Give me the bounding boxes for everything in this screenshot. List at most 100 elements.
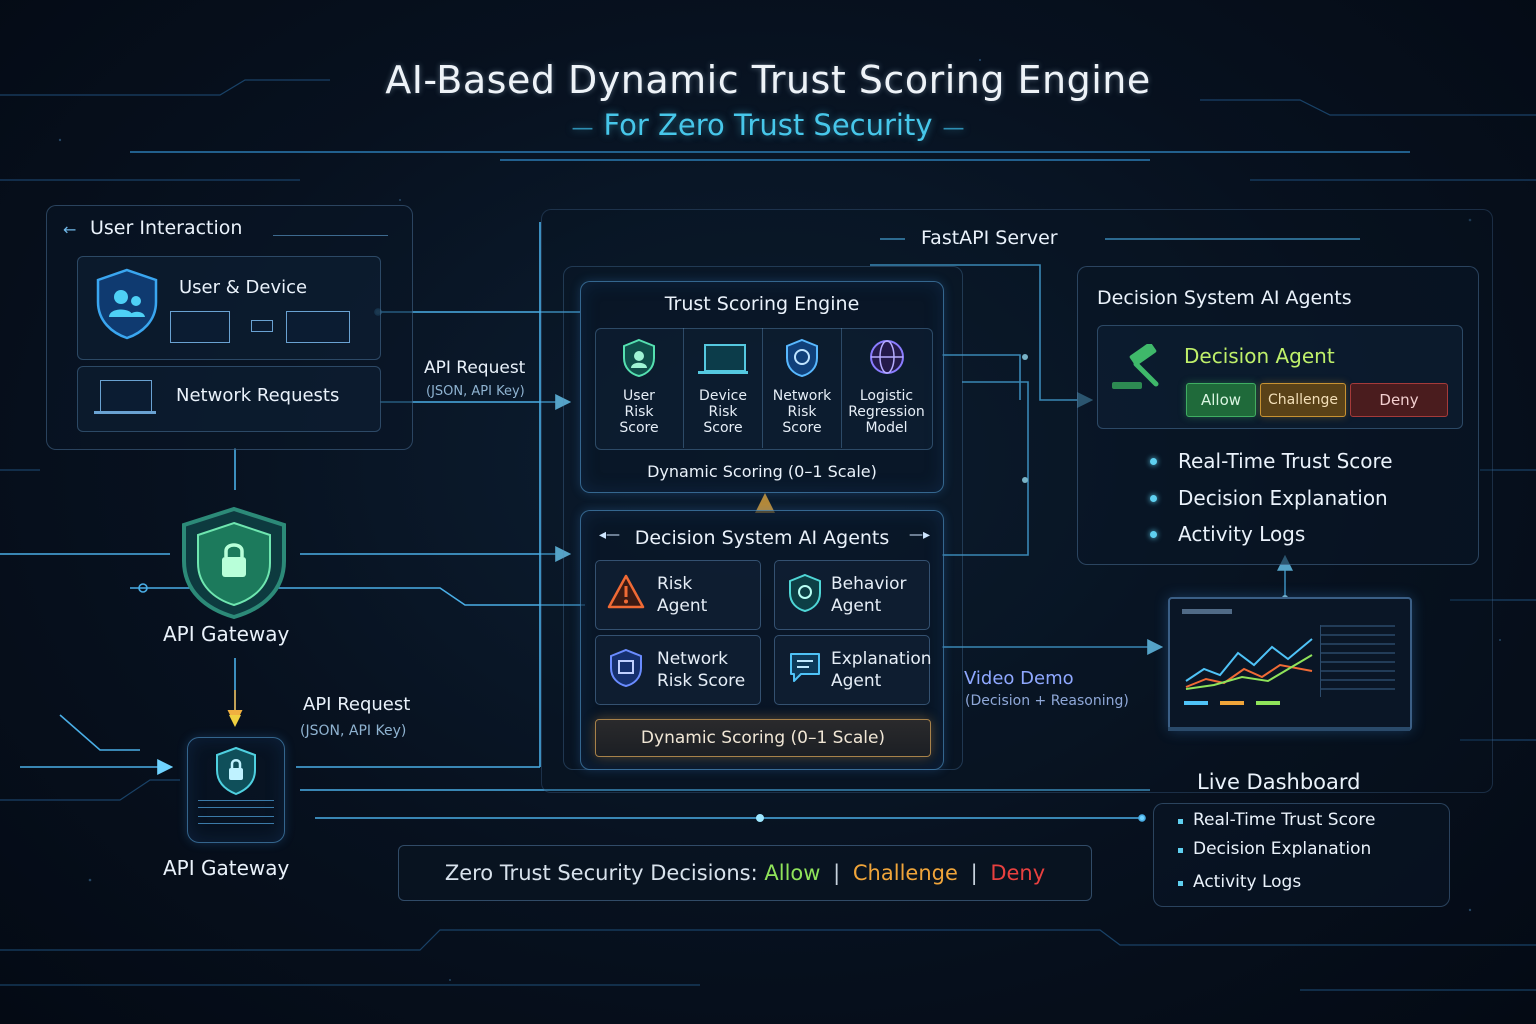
decision-agent-box: Decision Agent Allow Challenge Deny — [1097, 325, 1463, 429]
api-request-bottom-label: API Request — [303, 694, 411, 715]
monitor-icon — [286, 311, 350, 343]
behavior-agent-l1: Behavior — [831, 574, 907, 594]
gateway-device — [187, 737, 285, 843]
decision-agent-label: Decision Agent — [1184, 344, 1335, 368]
user-risk-l2: Risk — [624, 404, 654, 420]
api-gateway-2-label: API Gateway — [163, 856, 290, 880]
risk-agent-l2: Agent — [657, 596, 708, 616]
phone-icon — [251, 320, 273, 332]
network-risk-label: Network Risk Score — [763, 388, 841, 436]
gavel-icon — [1112, 344, 1159, 389]
right-panel-title: Decision System AI Agents — [1097, 287, 1352, 309]
deny-button[interactable]: Deny — [1350, 383, 1448, 417]
gateway-device-lock-icon — [216, 746, 256, 796]
api-request-top-sub: (JSON, API Key) — [426, 384, 525, 399]
device-risk-icon-base — [698, 371, 748, 374]
network-risk-card[interactable]: Network Risk Score — [595, 635, 761, 705]
network-risk-agent-label: Network Risk Score — [657, 648, 745, 692]
challenge-button[interactable]: Challenge — [1260, 383, 1346, 417]
risk-agent-card[interactable]: Risk Agent — [595, 560, 761, 630]
trust-engine-scale: Dynamic Scoring (0–1 Scale) — [647, 462, 877, 481]
decisions-prefix: Zero Trust Security Decisions: — [444, 861, 758, 885]
user-risk-l3: Score — [619, 420, 659, 436]
network-risk-icon — [786, 338, 818, 378]
user-device-label: User & Device — [179, 277, 308, 298]
monitor-stand — [1168, 727, 1410, 731]
decision-agents-panel: ◂— Decision System AI Agents —▸ Risk Age… — [580, 510, 944, 770]
arrow-right-small-icon: —▸ — [909, 527, 931, 543]
device-risk-l1: Device — [699, 388, 747, 404]
trust-engine-title: Trust Scoring Engine — [664, 293, 860, 315]
cell-device-risk[interactable]: Device Risk Score — [684, 328, 762, 448]
decision-allow: Allow — [764, 861, 821, 885]
cell-user-risk[interactable]: User Risk Score — [595, 328, 683, 448]
right-decision-panel: Decision System AI Agents Decision Agent… — [1077, 266, 1479, 565]
behavior-agent-label: Behavior Agent — [831, 573, 907, 617]
api-request-bottom-sub: (JSON, API Key) — [300, 723, 407, 739]
allow-button[interactable]: Allow — [1186, 383, 1256, 417]
logistic-l1: Logistic — [859, 388, 914, 404]
zero-trust-decisions-bar: Zero Trust Security Decisions: Allow | C… — [398, 845, 1092, 901]
square-bullet — [1178, 819, 1183, 824]
gateway-shield-icon — [182, 506, 286, 620]
cell-divider-1 — [683, 328, 684, 448]
logistic-l3: Model — [865, 420, 908, 436]
api-gateway-1-label: API Gateway — [163, 622, 290, 646]
bullet-dot — [1150, 531, 1157, 538]
explanation-agent-card[interactable]: Explanation Agent — [774, 635, 932, 705]
square-bullet — [1178, 848, 1183, 853]
dashboard-header — [1182, 609, 1232, 614]
cell-divider-3 — [841, 328, 842, 448]
chat-bubble-icon — [790, 653, 820, 682]
network-risk-l1: Network — [772, 388, 832, 404]
dash-left-icon: — — [571, 116, 594, 141]
arrow-left-small-icon: ◂— — [599, 527, 621, 543]
logistic-model-label: Logistic Regression Model — [842, 388, 931, 436]
device-risk-label: Device Risk Score — [684, 388, 762, 436]
dashboard-bullet-3: Activity Logs — [1193, 872, 1302, 892]
network-risk-l2: Risk — [787, 404, 817, 420]
behavior-icon — [789, 573, 821, 613]
bullet-dot — [1150, 495, 1157, 502]
network-requests-box[interactable]: Network Requests — [77, 366, 381, 432]
dashboard-bullet-1: Real-Time Trust Score — [1193, 810, 1376, 830]
user-risk-l1: User — [623, 388, 655, 404]
square-bullet — [1178, 881, 1183, 886]
explanation-agent-l2: Agent — [831, 671, 882, 691]
explanation-agent-l1: Explanation — [831, 649, 932, 669]
network-risk-l2-text: Risk Score — [657, 671, 746, 691]
separator-2: | — [970, 861, 978, 885]
risk-agent-label: Risk Agent — [657, 573, 707, 617]
gateway-device-rack — [198, 800, 274, 808]
right-bullet-2: Decision Explanation — [1178, 486, 1388, 510]
title-underline — [273, 235, 388, 236]
api-request-top-label: API Request — [424, 358, 526, 378]
video-demo-sub: (Decision + Reasoning) — [965, 693, 1129, 709]
device-risk-l2: Risk — [708, 404, 738, 420]
arrow-left-icon: ← — [63, 220, 77, 239]
user-interaction-title: User Interaction — [90, 217, 243, 239]
user-device-box[interactable]: User & Device — [77, 256, 381, 360]
right-bullet-1: Real-Time Trust Score — [1178, 449, 1393, 473]
dashboard-monitor[interactable] — [1168, 597, 1412, 731]
laptop-icon — [170, 311, 230, 343]
network-requests-label: Network Requests — [176, 385, 340, 406]
user-risk-label: User Risk Score — [595, 388, 683, 436]
fastapi-server-label: FastAPI Server — [921, 227, 1058, 249]
logistic-l2: Regression — [848, 404, 925, 420]
user-shield-icon — [96, 268, 158, 340]
cell-network-risk[interactable]: Network Risk Score — [763, 328, 841, 448]
behavior-agent-card[interactable]: Behavior Agent — [774, 560, 930, 630]
agents-scale-bar: Dynamic Scoring (0–1 Scale) — [595, 719, 931, 757]
gateway-device-rack-2 — [198, 816, 274, 824]
network-risk-l3: Score — [782, 420, 822, 436]
cell-divider-2 — [762, 328, 763, 448]
user-interaction-panel: ← User Interaction User & Device Network… — [46, 205, 413, 450]
dashboard-sidebar — [1320, 625, 1395, 697]
cell-logistic-model[interactable]: Logistic Regression Model — [842, 328, 931, 448]
live-dashboard-title: Live Dashboard — [1197, 770, 1361, 794]
warning-icon — [607, 574, 645, 609]
decision-deny: Deny — [990, 861, 1046, 885]
device-risk-icon — [704, 344, 746, 372]
dash-right-icon: — — [942, 116, 965, 141]
